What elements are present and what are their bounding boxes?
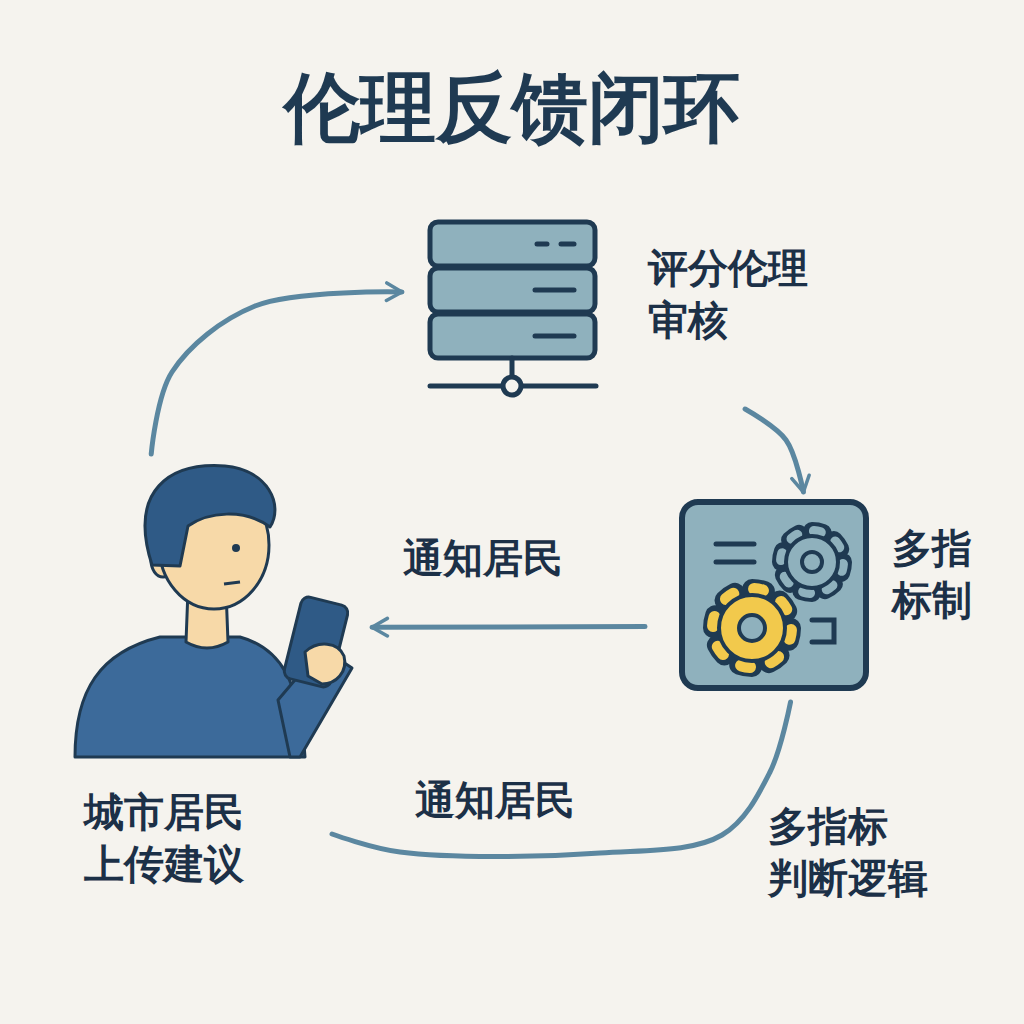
resident-node: 城市居民 上传建议 xyxy=(70,460,332,900)
flow-connector xyxy=(332,702,791,856)
node-label: 多指 标制 xyxy=(892,522,992,626)
diagram-title: 伦理反馈闭环 xyxy=(0,62,1024,153)
flow-connector xyxy=(372,624,645,630)
flow-connector xyxy=(745,409,803,492)
note-label: 多指标 判断逻辑 xyxy=(768,800,968,904)
node-label: 城市居民 上传建议 xyxy=(84,786,284,890)
connector-label: 通知居民 xyxy=(409,776,581,824)
flow-connector xyxy=(151,292,402,454)
server-node: 评分伦理 审核 xyxy=(428,218,848,403)
resident-figure xyxy=(75,466,352,757)
node-label: 评分伦理 审核 xyxy=(648,242,838,346)
server-icon xyxy=(430,222,596,395)
settings-panel-icon xyxy=(682,502,866,688)
settings-node: 多指 标制 xyxy=(682,502,866,688)
connector-label: 通知居民 xyxy=(397,534,569,582)
